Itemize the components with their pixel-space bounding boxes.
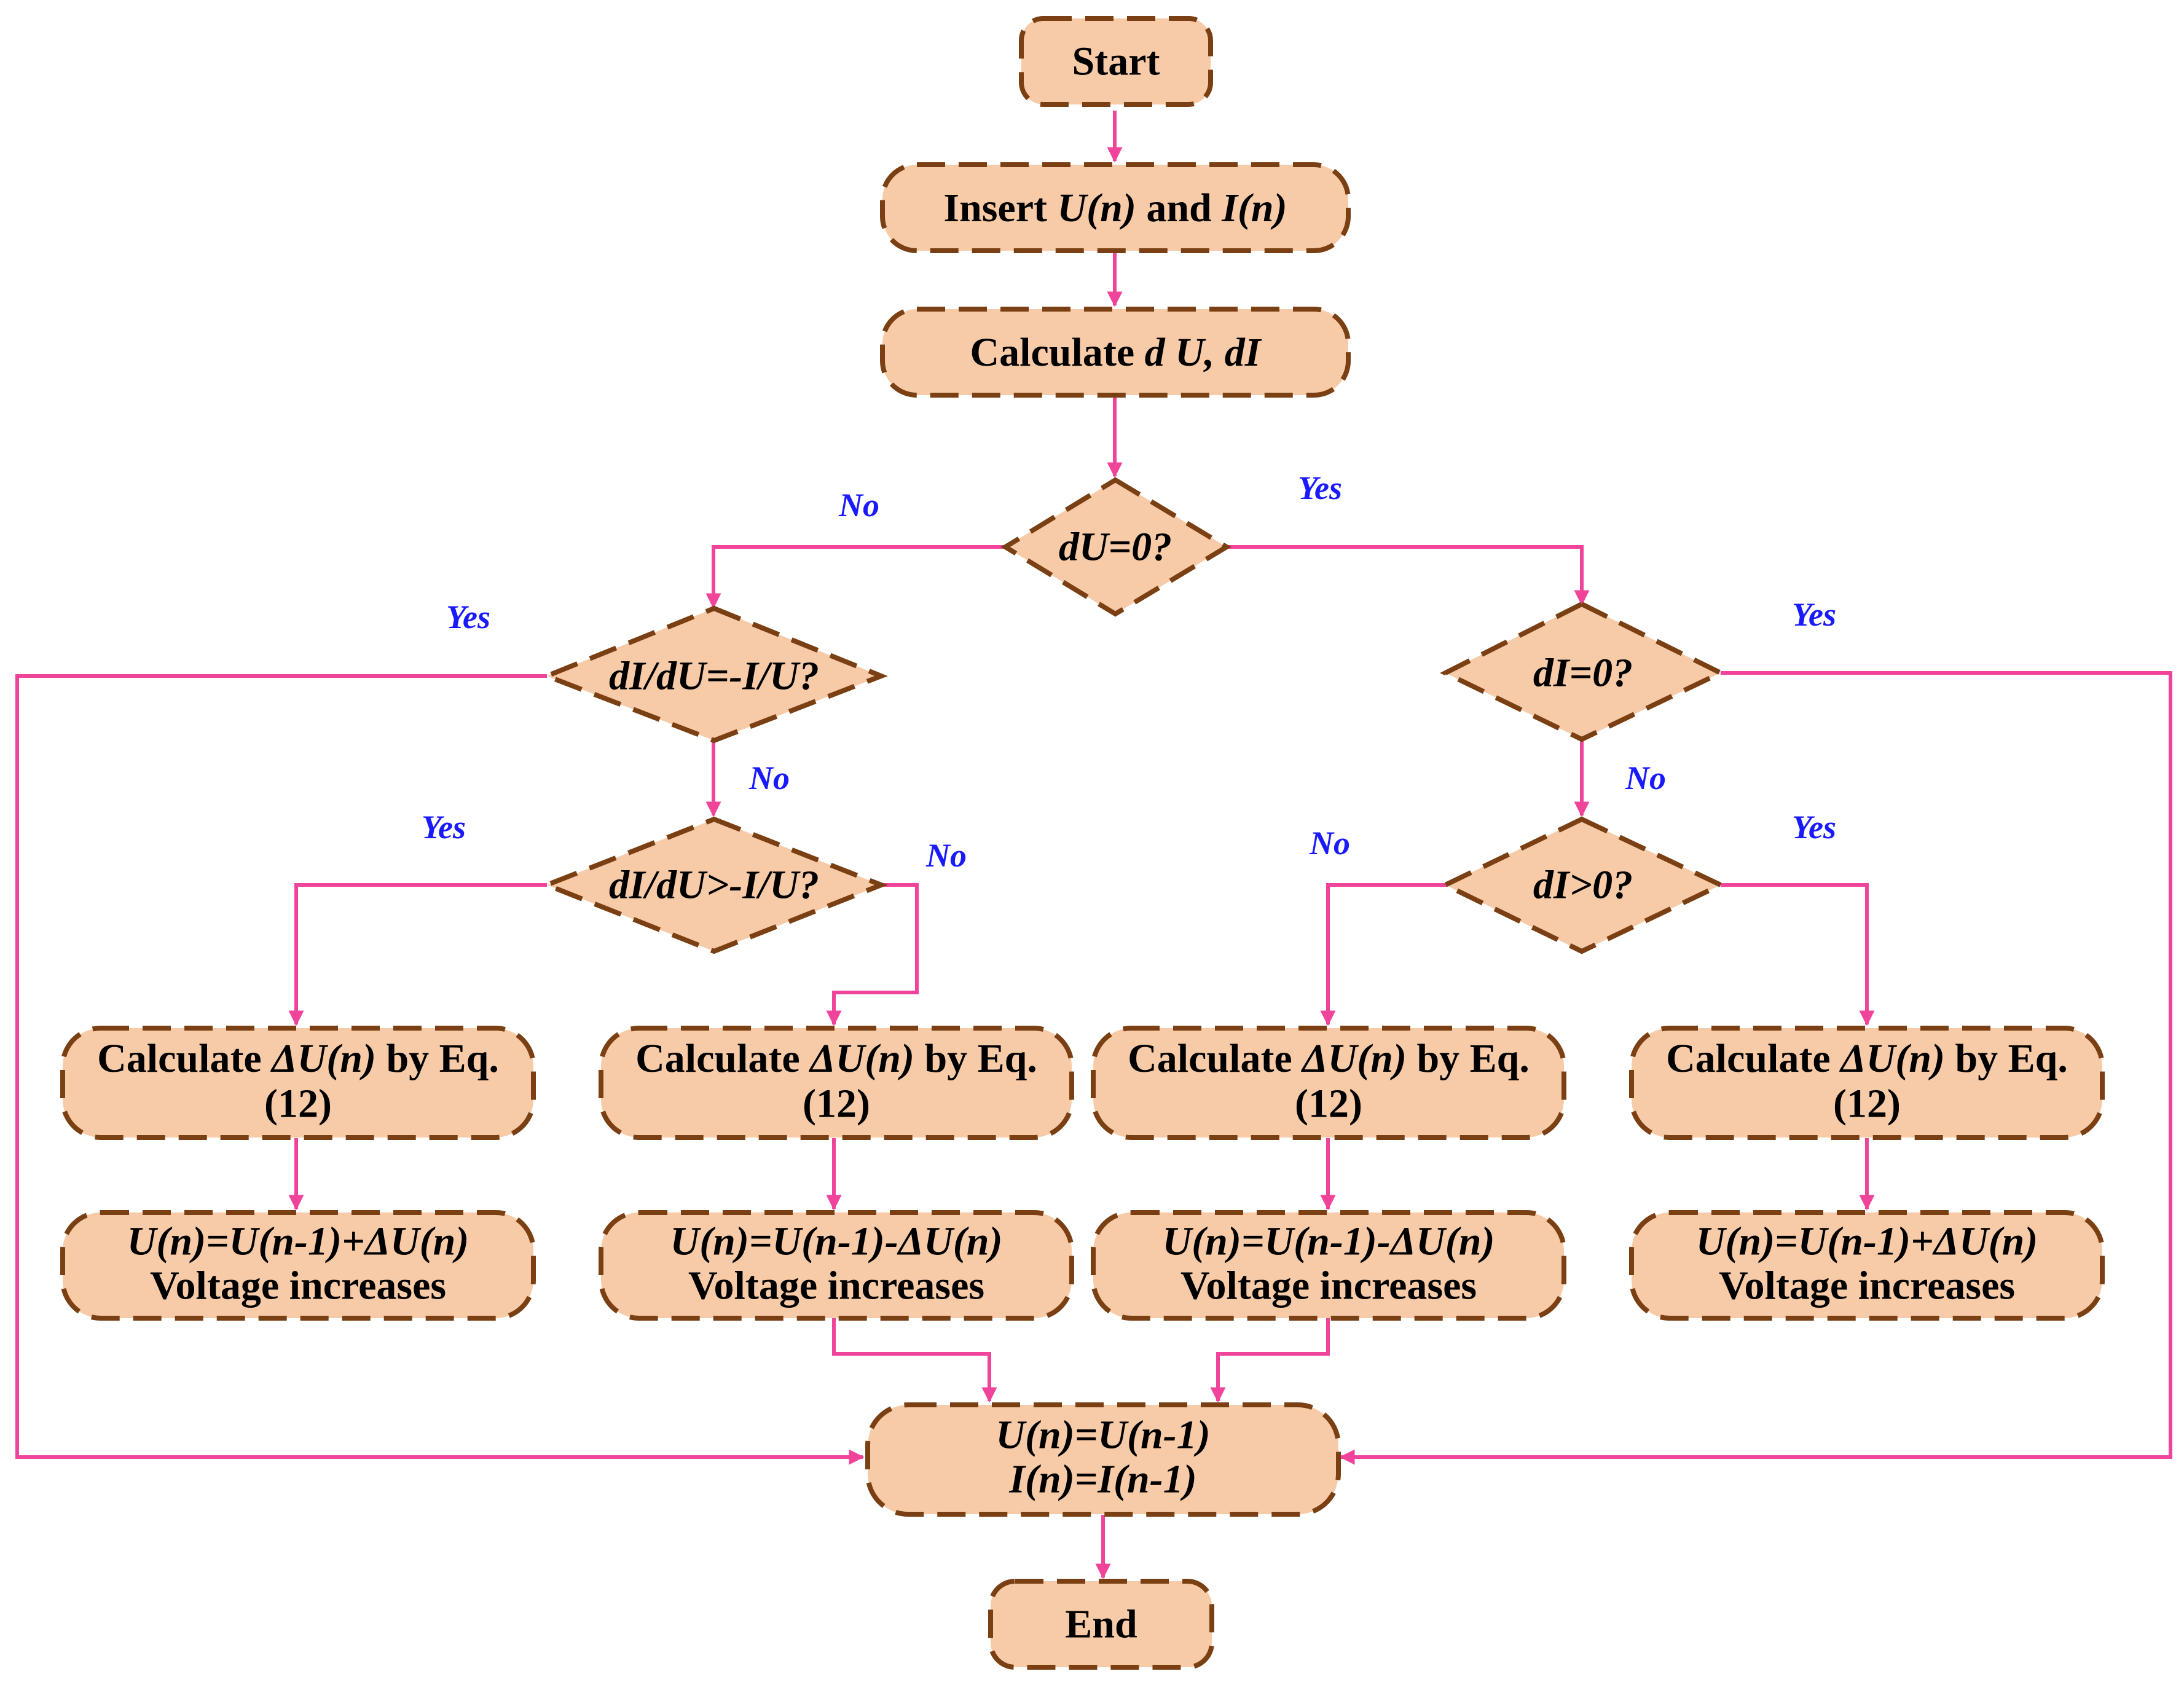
node-update-3: U(n)=U(n-1)-ΔU(n) Voltage increases [1091, 1210, 1566, 1321]
calc-delta-3-post: by Eq. [1407, 1036, 1530, 1081]
update-3-note: Voltage increases [1180, 1263, 1477, 1308]
decision-di-zero: dI=0? [1439, 601, 1727, 742]
calc-delta-2-line2: (12) [803, 1082, 870, 1126]
node-calc-delta-1: Calculate ΔU(n) by Eq. (12) [60, 1026, 536, 1140]
arrow-gt-no [826, 883, 919, 1026]
calc-delta-2-post: by Eq. [914, 1036, 1037, 1081]
calc-delta-4-line2: (12) [1833, 1082, 1901, 1126]
update-4-note: Voltage increases [1719, 1263, 2015, 1308]
start-label: Start [1072, 39, 1160, 84]
label-eq-no: No [748, 760, 790, 796]
calc-delta-4-pre: Calculate [1666, 1036, 1840, 1081]
insert-label-mid: and [1136, 186, 1222, 230]
node-calc-delta-2: Calculate ΔU(n) by Eq. (12) [599, 1026, 1074, 1140]
arrow-du0-yes [1225, 545, 1590, 606]
arrow-gt-yes [288, 883, 547, 1026]
calc-label-vars: d U, dI [1145, 330, 1262, 375]
branch-labels: No Yes Yes No Yes No Yes No No Yes [422, 470, 1836, 874]
calc-delta-3-pre: Calculate [1128, 1036, 1302, 1081]
label-di0-no: No [1625, 760, 1666, 796]
calc-delta-3-line1: Calculate ΔU(n) by Eq. [1128, 1036, 1530, 1081]
connectors [15, 111, 2172, 1579]
calc-delta-1-var: ΔU(n) [270, 1036, 376, 1081]
label-gt-yes: Yes [422, 809, 466, 846]
label-eq-yes: Yes [446, 599, 490, 635]
label-gt-no: No [925, 837, 967, 874]
node-start: Start [1019, 16, 1213, 107]
label-du0-yes: Yes [1298, 470, 1342, 506]
node-insert: Insert U(n) and I(n) [880, 162, 1351, 253]
arrow-digt-yes [1721, 883, 1875, 1026]
node-update-4: U(n)=U(n-1)+ΔU(n) Voltage increases [1629, 1210, 2105, 1321]
store-line1: U(n)=U(n-1) [996, 1413, 1210, 1458]
label-digt-no: No [1309, 825, 1350, 862]
decision-du-zero: dU=0? [1000, 477, 1231, 617]
calc-delta-4-post: by Eq. [1945, 1036, 2068, 1081]
arrow-du0-no [705, 545, 1006, 609]
calc-delta-2-var: ΔU(n) [808, 1036, 914, 1081]
update-1-note: Voltage increases [150, 1263, 446, 1308]
arrow-update2-to-store [832, 1318, 997, 1403]
update-2-note: Voltage increases [688, 1263, 984, 1308]
calc-delta-4-var: ΔU(n) [1839, 1036, 1945, 1081]
di-zero-label: dI=0? [1533, 651, 1633, 696]
calc-label-pre: Calculate [970, 330, 1145, 375]
di-positive-label: dI>0? [1533, 863, 1633, 908]
insert-label-pre: Insert [943, 186, 1057, 230]
label-di0-yes: Yes [1792, 596, 1836, 633]
calc-delta-3-var: ΔU(n) [1300, 1036, 1407, 1081]
node-calculate-du-di: Calculate d U, dI [880, 307, 1351, 398]
update-3-equation: U(n)=U(n-1)-ΔU(n) [1163, 1219, 1495, 1264]
node-end: End [988, 1579, 1214, 1670]
insert-label-i: I(n) [1221, 186, 1287, 230]
end-label: End [1065, 1602, 1137, 1647]
decision-di-du-greater: dI/dU>-I/U? [540, 816, 888, 954]
calc-delta-2-line1: Calculate ΔU(n) by Eq. [635, 1036, 1037, 1081]
decision-di-du-equal: dI/dU=-I/U? [540, 605, 888, 744]
calc-delta-3-line2: (12) [1295, 1082, 1362, 1126]
update-1-equation: U(n)=U(n-1)+ΔU(n) [127, 1219, 469, 1264]
store-line2: I(n)=I(n-1) [1008, 1457, 1196, 1502]
insert-label: Insert U(n) and I(n) [943, 186, 1287, 230]
label-digt-yes: Yes [1792, 809, 1836, 846]
calc-delta-1-line1: Calculate ΔU(n) by Eq. [97, 1036, 499, 1081]
decision-di-positive: dI>0? [1439, 816, 1727, 954]
arrow-digt-no [1320, 883, 1447, 1026]
node-calc-delta-4: Calculate ΔU(n) by Eq. (12) [1629, 1026, 2105, 1140]
calc-delta-2-pre: Calculate [635, 1036, 810, 1081]
du-zero-label: dU=0? [1059, 525, 1172, 570]
arrow-update3-to-store [1210, 1318, 1330, 1403]
update-4-equation: U(n)=U(n-1)+ΔU(n) [1696, 1219, 2038, 1264]
node-update-1: U(n)=U(n-1)+ΔU(n) Voltage increases [60, 1210, 536, 1321]
calc-delta-1-line2: (12) [264, 1082, 332, 1126]
node-update-2: U(n)=U(n-1)-ΔU(n) Voltage increases [599, 1210, 1074, 1321]
arrow-eq-yes [15, 674, 865, 1465]
calc-delta-4-line1: Calculate ΔU(n) by Eq. [1666, 1036, 2068, 1081]
update-2-equation: U(n)=U(n-1)-ΔU(n) [670, 1219, 1003, 1264]
insert-label-u: U(n) [1058, 186, 1136, 230]
arrow-di0-yes [1339, 671, 2172, 1465]
label-du0-no: No [838, 487, 879, 524]
calc-delta-1-pre: Calculate [97, 1036, 272, 1081]
node-store: U(n)=U(n-1) I(n)=I(n-1) [865, 1402, 1341, 1517]
calc-delta-1-post: by Eq. [376, 1036, 499, 1081]
node-calc-delta-3: Calculate ΔU(n) by Eq. (12) [1091, 1026, 1566, 1140]
di-du-greater-label: dI/dU>-I/U? [609, 863, 819, 908]
di-du-equal-label: dI/dU=-I/U? [609, 654, 819, 699]
calc-label: Calculate d U, dI [970, 330, 1262, 375]
